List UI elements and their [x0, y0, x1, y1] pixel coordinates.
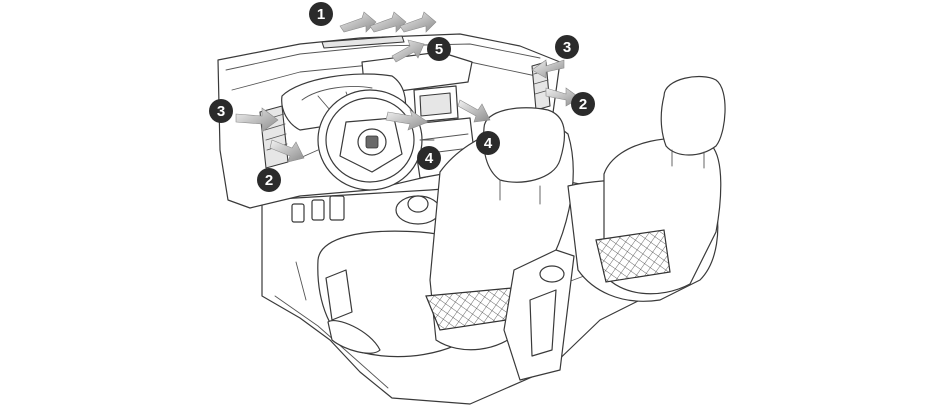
- callout-2-left-label: 2: [265, 172, 273, 189]
- callout-5-label: 5: [435, 41, 443, 58]
- windscreen-vent: [321, 35, 405, 49]
- airflow-arrows: [235, 11, 581, 163]
- callout-3-right-label: 3: [563, 39, 571, 56]
- callout-3-left-label: 3: [217, 103, 225, 120]
- callout-3-right: 3: [555, 35, 579, 59]
- callout-2-left: 2: [257, 168, 281, 192]
- callout-1-label: 1: [317, 6, 325, 23]
- callout-4-left-label: 4: [425, 150, 434, 167]
- callout-4-right: 4: [476, 131, 500, 155]
- passenger-seat: [567, 75, 726, 302]
- callout-5: 5: [427, 37, 451, 61]
- callout-2-right: 2: [571, 92, 595, 116]
- gear-selector: [395, 195, 441, 225]
- pedals: [291, 195, 345, 223]
- callout-4-left: 4: [417, 146, 441, 170]
- callout-4-right-label: 4: [484, 135, 493, 152]
- centre-console: [503, 249, 575, 381]
- driver-seat: [317, 107, 574, 358]
- callout-3-left: 3: [209, 99, 233, 123]
- callout-1: 1: [309, 2, 333, 26]
- callout-2-right-label: 2: [579, 96, 587, 113]
